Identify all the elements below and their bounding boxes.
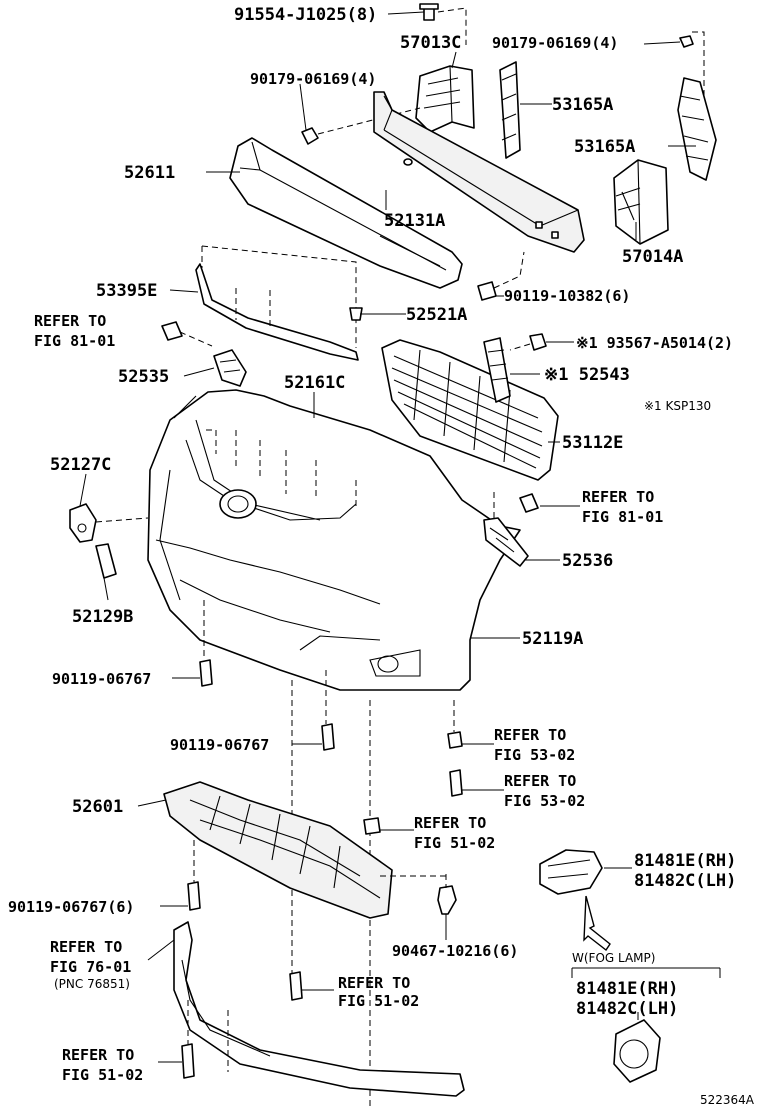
undercover-52601 — [163, 781, 393, 919]
absorber-52611 — [229, 137, 463, 289]
label-ref-81-a-1: REFER TO — [34, 312, 106, 330]
bracket-57014a — [613, 159, 669, 245]
cover-52543 — [483, 337, 511, 403]
label-ref-81-b-1: REFER TO — [582, 488, 654, 506]
label-81481e-b: 81481E(RH) — [576, 979, 678, 999]
bolt-90119-06767-6 — [187, 881, 201, 911]
label-53165a-upper: 53165A — [552, 95, 613, 115]
label-52127c: 52127C — [50, 455, 111, 475]
clip-90467-10216 — [437, 885, 457, 915]
label-ref-76-2: FIG 76-01 — [50, 958, 131, 976]
grille-53112e — [381, 339, 559, 481]
label-90119-06767-b: 90119-06767 — [170, 736, 269, 754]
label-ref-53-a-2: FIG 53-02 — [494, 746, 575, 764]
label-81482c-b: 81482C(LH) — [576, 999, 678, 1019]
bolt-refer-51-02-c — [181, 1043, 195, 1079]
molding-53395e — [195, 263, 359, 361]
label-52129b: 52129B — [72, 607, 133, 627]
label-ref-51-b-1: REFER TO — [338, 974, 410, 992]
bracket-57013c — [415, 65, 475, 133]
label-52131a: 52131A — [384, 211, 445, 231]
label-90119-06767-a: 90119-06767 — [52, 670, 151, 688]
bracket-52535 — [213, 349, 247, 387]
label-81482c-a: 81482C(LH) — [634, 871, 736, 891]
clip-refer-53-02-b — [449, 769, 463, 797]
label-catalog-id: 522364A — [700, 1093, 755, 1107]
reinforcement-52131a — [373, 91, 585, 253]
label-52611: 52611 — [124, 163, 175, 183]
label-53165a-lower: 53165A — [574, 137, 635, 157]
label-52536: 52536 — [562, 551, 613, 571]
label-52543: ※1 52543 — [544, 365, 630, 385]
clip-refer-53-02-a — [447, 731, 463, 749]
label-53112e: 53112E — [562, 433, 623, 453]
label-91554: 91554-J1025(8) — [234, 5, 377, 25]
leader-lines — [79, 11, 721, 1063]
bolt-90119-06767-b — [321, 723, 335, 751]
label-ref-76-1: REFER TO — [50, 938, 122, 956]
label-ref-51-a-1: REFER TO — [414, 814, 486, 832]
label-ref-81-a-2: FIG 81-01 — [34, 332, 115, 350]
label-ksp-note: ※1 KSP130 — [644, 399, 711, 413]
clip-refer-51-02-a — [363, 817, 381, 835]
label-57013c: 57013C — [400, 33, 461, 53]
label-fog-lamp: W(FOG LAMP) — [572, 951, 655, 965]
fog-arrow — [583, 895, 611, 952]
label-57014a: 57014A — [622, 247, 683, 267]
label-ref-53-b-2: FIG 53-02 — [504, 792, 585, 810]
label-53395e: 53395E — [96, 281, 157, 301]
bolt-91554 — [419, 3, 439, 21]
bracket-52536 — [483, 517, 529, 567]
seal-52129b — [95, 543, 117, 579]
label-52535: 52535 — [118, 367, 169, 387]
bolt-refer-51-02-b — [289, 971, 303, 1001]
fog-lamp-cover-with-lamp — [613, 1019, 661, 1083]
bolt-90119-06767-a — [199, 659, 213, 687]
clip-93567 — [529, 333, 547, 351]
label-52161c: 52161C — [284, 373, 345, 393]
label-93567: ※1 93567-A5014(2) — [576, 334, 733, 352]
lower-spoiler — [173, 921, 465, 1097]
nut-90179-left — [301, 127, 319, 145]
label-ref-51-b-2: FIG 51-02 — [338, 992, 419, 1010]
label-81481e-a: 81481E(RH) — [634, 851, 736, 871]
bumper-cover-52119a — [147, 389, 521, 691]
nut-90179-right — [679, 35, 694, 48]
label-ref-51-a-2: FIG 51-02 — [414, 834, 495, 852]
label-90179-right: 90179-06169(4) — [492, 34, 618, 52]
fog-cover-81481e — [539, 849, 603, 895]
label-52601: 52601 — [72, 797, 123, 817]
label-ref-81-b-2: FIG 81-01 — [582, 508, 663, 526]
label-90179-left: 90179-06169(4) — [250, 70, 376, 88]
label-ref-76-3: (PNC 76851) — [54, 977, 130, 991]
bracket-52127c — [69, 503, 97, 543]
bolt-refer-81-01-right — [519, 493, 539, 513]
label-90119-10382: 90119-10382(6) — [504, 287, 630, 305]
label-ref-53-a-1: REFER TO — [494, 726, 566, 744]
bolt-refer-81-01-left — [161, 321, 183, 341]
label-52119a: 52119A — [522, 629, 583, 649]
label-ref-51-c-2: FIG 51-02 — [62, 1066, 143, 1084]
label-ref-51-c-1: REFER TO — [62, 1046, 134, 1064]
label-ref-53-b-1: REFER TO — [504, 772, 576, 790]
label-52521a: 52521A — [406, 305, 467, 325]
label-90119-06767-6: 90119-06767(6) — [8, 898, 134, 916]
label-90467: 90467-10216(6) — [392, 942, 518, 960]
bracket-53165a-lower — [677, 77, 717, 181]
bolt-90119-10382 — [477, 281, 497, 301]
bracket-53165a-upper — [499, 61, 521, 159]
clip-52521a — [349, 307, 363, 321]
